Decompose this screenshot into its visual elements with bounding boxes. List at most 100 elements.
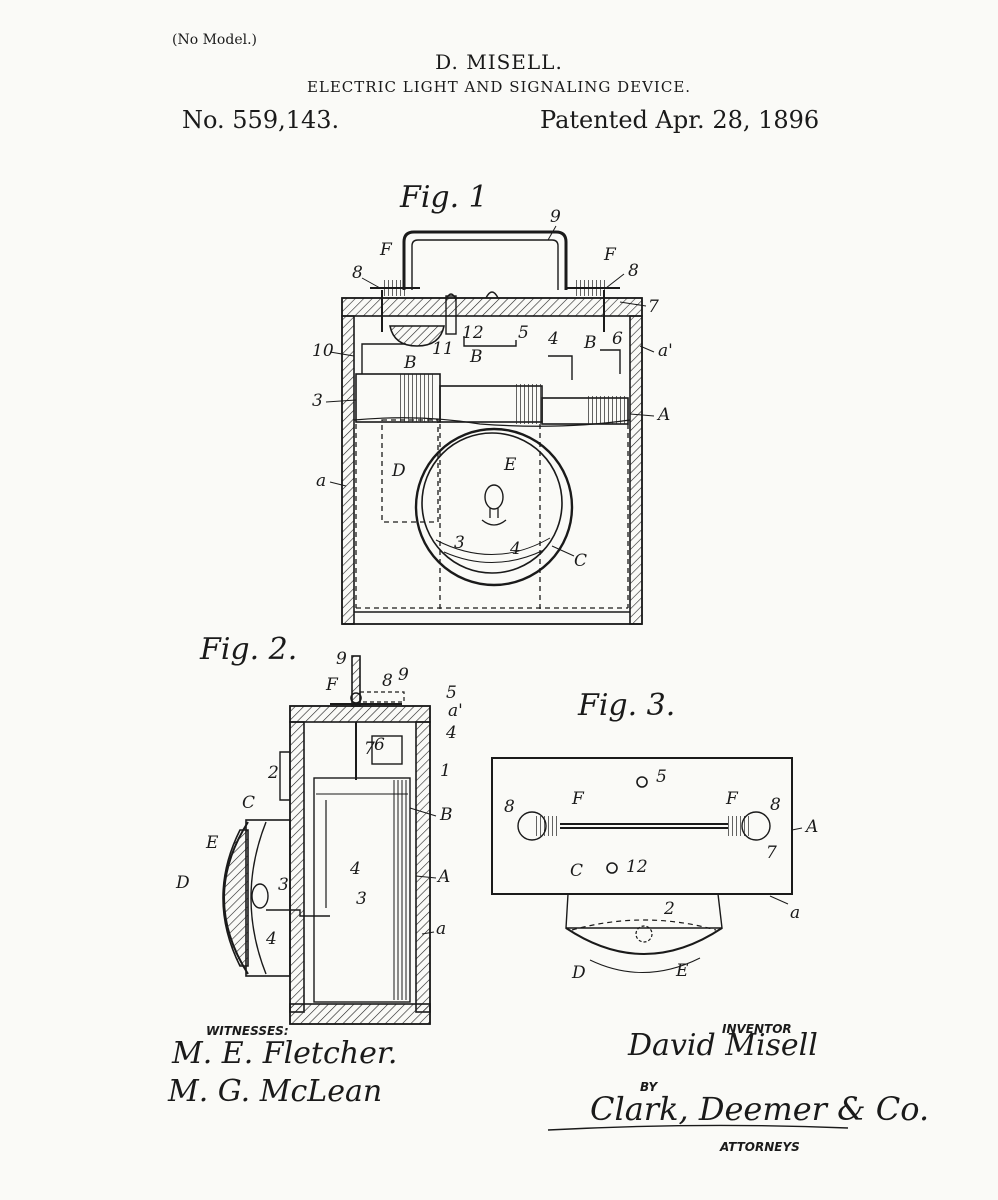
fig3-label-E: E xyxy=(675,961,689,981)
leader-lines xyxy=(325,225,803,935)
fig1-label-8-right: 8 xyxy=(628,261,639,281)
fig1-label-5: 5 xyxy=(518,323,529,343)
fig1-label-B1: B xyxy=(403,353,417,373)
fig3-label-F-right: F xyxy=(725,789,739,809)
fig3-label-5: 5 xyxy=(656,767,667,787)
attorneys-heading: ATTORNEYS xyxy=(720,1140,800,1154)
witness-1-signature: M. E. Fletcher. xyxy=(172,1036,398,1071)
fig3-label-D: D xyxy=(571,963,586,983)
fig3-spring-left xyxy=(536,816,558,836)
fig1-handle xyxy=(402,230,568,290)
fig3-label-8-left: 8 xyxy=(504,797,515,817)
fig2-label-7: 7 xyxy=(364,739,375,759)
fig2-label-E: E xyxy=(205,833,219,853)
fig1-label-8-left: 8 xyxy=(352,263,363,283)
fig2-bottom xyxy=(289,1003,431,1025)
fig3-label-12: 12 xyxy=(626,857,648,877)
fig3-label-a: a xyxy=(790,903,800,923)
fig3-spring-right xyxy=(726,816,750,836)
fig2-label-2: 2 xyxy=(267,763,279,783)
fig2-label-a-prime: a' xyxy=(448,701,463,721)
fig3-lid-plate xyxy=(491,757,793,895)
inventor-signature: David Misell xyxy=(628,1028,818,1063)
fig3-label-2: 2 xyxy=(663,899,675,919)
fig2-label-1: 1 xyxy=(440,761,451,781)
fig2-label-D: D xyxy=(175,873,190,893)
fig1-label-E: E xyxy=(503,455,517,475)
fig2-label-C: C xyxy=(242,793,255,813)
figure-3 xyxy=(491,757,793,973)
fig1-label-B2: B xyxy=(469,347,483,367)
witnesses-heading: WITNESSES: xyxy=(206,1024,289,1038)
fig2-label-B: B xyxy=(439,805,453,825)
fig1-left-wall xyxy=(341,315,355,625)
fig1-label-D: D xyxy=(391,461,406,481)
fig1-label-4b: 4 xyxy=(509,539,521,559)
fig2-lamp xyxy=(251,883,269,909)
fig1-label-7: 7 xyxy=(648,297,659,317)
fig2-label-4a: 4 xyxy=(445,723,457,743)
fig3-label-8-right: 8 xyxy=(770,795,781,815)
no-model-note: (No Model.) xyxy=(172,32,257,48)
patent-number: No. 559,143. xyxy=(182,106,340,134)
fig2-rod xyxy=(351,655,361,707)
fig2-label-4c: 4 xyxy=(265,929,277,949)
fig3-label-C: C xyxy=(570,861,583,881)
fig1-label-12: 12 xyxy=(462,323,484,343)
fig2-lid xyxy=(289,705,431,723)
fig2-label-A: A xyxy=(436,867,450,887)
fig2-label-4b: 4 xyxy=(349,859,361,879)
by-label: BY xyxy=(640,1080,658,1094)
fig2-label-9b: 9 xyxy=(398,665,409,685)
fig1-label-F-right: F xyxy=(603,245,617,265)
fig3-hole-5 xyxy=(636,776,648,788)
figure-1-title: Fig. 1 xyxy=(400,180,488,215)
fig1-label-a-prime: a' xyxy=(658,341,673,361)
inventor-name-heading: D. MISELL. xyxy=(435,50,563,74)
fig1-label-3: 3 xyxy=(312,391,323,411)
fig3-hole-12 xyxy=(606,862,618,874)
patent-title: ELECTRIC LIGHT AND SIGNALING DEVICE. xyxy=(306,78,692,96)
figure-2 xyxy=(222,655,431,1025)
fig1-lens-inner xyxy=(421,432,563,574)
fig2-label-F: F xyxy=(325,675,339,695)
fig2-battery xyxy=(313,777,411,1003)
fig2-right-wall xyxy=(415,721,431,1013)
fig1-label-6: 6 xyxy=(612,329,623,349)
inventor-heading: INVENTOR xyxy=(722,1022,792,1036)
fig1-label-F-left: F xyxy=(379,240,393,260)
figure-3-title: Fig. 3. xyxy=(578,688,676,723)
fig3-lamp xyxy=(635,925,653,943)
fig3-lens xyxy=(565,927,723,955)
fig2-label-6: 6 xyxy=(374,735,385,755)
fig1-lens-outer xyxy=(414,427,574,587)
fig1-right-wall xyxy=(629,315,643,625)
fig1-lid xyxy=(341,297,643,317)
fig2-label-3b: 3 xyxy=(356,889,367,909)
fig1-label-A: A xyxy=(656,405,670,425)
fig1-label-a: a xyxy=(316,471,326,491)
attorney-flourish xyxy=(547,1124,849,1131)
fig1-bell xyxy=(389,325,445,347)
fig1-label-11: 11 xyxy=(432,339,454,359)
fig2-label-5: 5 xyxy=(446,683,457,703)
fig1-label-B3: B xyxy=(583,333,597,353)
fig1-label-4: 4 xyxy=(547,329,559,349)
fig1-label-9: 9 xyxy=(550,207,561,227)
fig3-housing xyxy=(565,893,723,929)
figure-2-title: Fig. 2. xyxy=(200,632,298,667)
attorney-signature: Clark, Deemer & Co. xyxy=(590,1090,930,1128)
fig3-label-7: 7 xyxy=(766,843,777,863)
fig2-left-wall xyxy=(289,721,305,1013)
fig1-label-C: C xyxy=(574,551,587,571)
fig1-label-10: 10 xyxy=(312,341,334,361)
figure-1 xyxy=(341,230,643,625)
fig2-label-a: a xyxy=(436,919,446,939)
patent-date: Patented Apr. 28, 1896 xyxy=(540,106,820,134)
fig2-label-8: 8 xyxy=(382,671,393,691)
fig1-label-3b: 3 xyxy=(454,533,465,553)
fig3-label-F-left: F xyxy=(571,789,585,809)
fig2-label-9a: 9 xyxy=(336,649,347,669)
fig1-lamp xyxy=(484,484,504,510)
